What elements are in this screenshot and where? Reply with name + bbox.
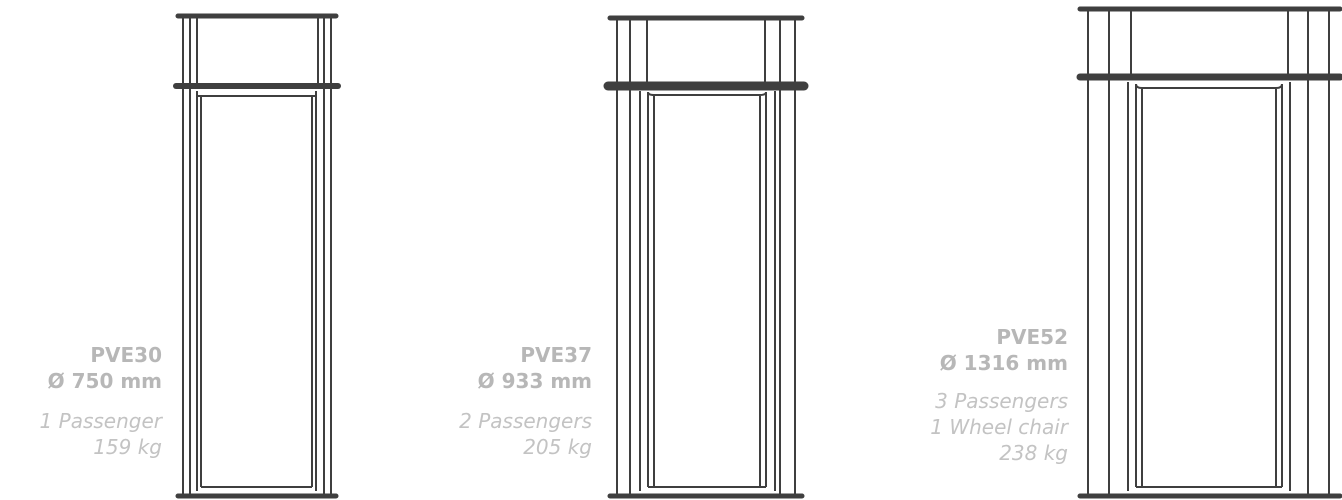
weight-text: 205 kg <box>523 435 592 459</box>
elevator-pve37-drawing <box>603 15 809 499</box>
model-details: 2 Passengers 205 kg <box>459 408 592 460</box>
model-details: 3 Passengers 1 Wheel chair 238 kg <box>930 388 1068 466</box>
wheelchair-text: 1 Wheel chair <box>930 415 1068 439</box>
model-diameter: Ø 933 mm <box>477 369 592 393</box>
model-name: PVE37 <box>520 343 592 367</box>
capacity-text: 3 Passengers <box>935 389 1068 413</box>
spec-pve52: PVE52 Ø 1316 mm 3 Passengers 1 Wheel cha… <box>930 324 1068 466</box>
capacity-text: 1 Passenger <box>39 409 162 433</box>
weight-text: 159 kg <box>93 435 162 459</box>
model-diameter: Ø 1316 mm <box>939 351 1068 375</box>
model-name: PVE52 <box>996 325 1068 349</box>
spec-pve37: PVE37 Ø 933 mm 2 Passengers 205 kg <box>459 342 592 460</box>
elevator-pve52-drawing <box>1076 6 1342 499</box>
weight-text: 238 kg <box>999 441 1068 465</box>
capacity-text: 2 Passengers <box>459 409 592 433</box>
model-details: 1 Passenger 159 kg <box>40 408 162 460</box>
model-name: PVE30 <box>90 343 162 367</box>
spec-pve30: PVE30 Ø 750 mm 1 Passenger 159 kg <box>40 342 162 460</box>
model-diameter: Ø 750 mm <box>47 369 162 393</box>
elevator-pve30-drawing <box>173 13 341 499</box>
